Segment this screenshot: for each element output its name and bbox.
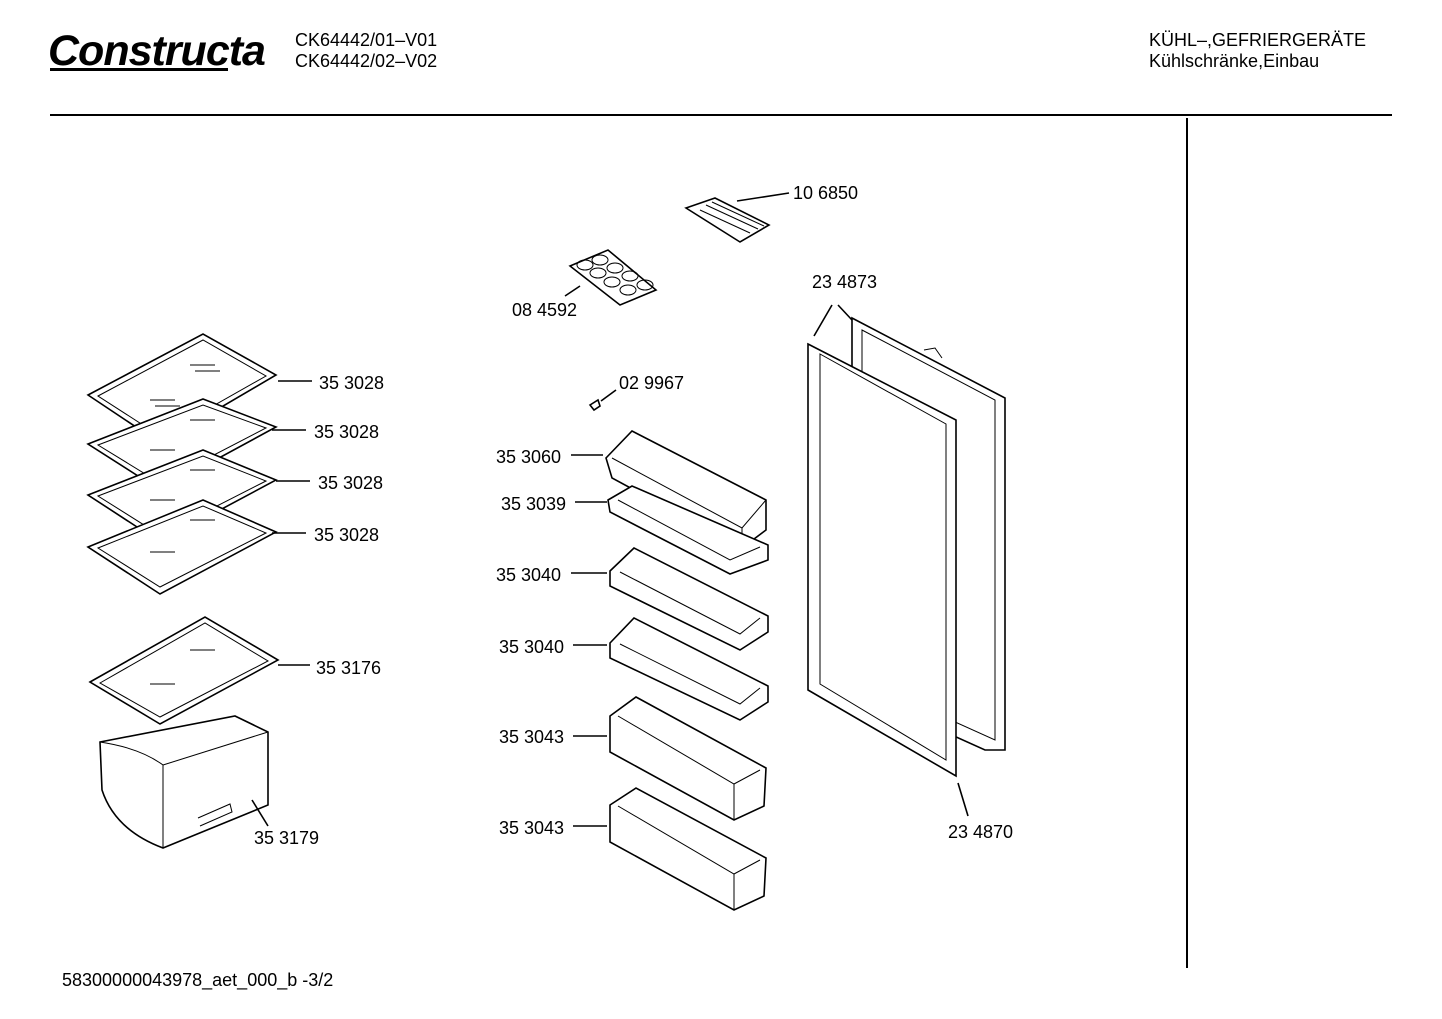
ice-tray [684, 197, 771, 243]
brand-logo: Constructa [48, 27, 266, 75]
part-label-bottle-shelf: 35 3043 [499, 727, 565, 747]
egg-tray [568, 249, 658, 306]
glass-shelf-4 [86, 499, 278, 595]
part-label-door-shelf-butter: 35 3039 [501, 494, 567, 514]
door-gasket [807, 342, 957, 778]
model-number: CK64442/02–V02 [295, 51, 438, 71]
model-list: CK64442/01–V01 CK64442/02–V02 [295, 30, 437, 72]
part-label-door-shelf: 35 3040 [496, 565, 562, 585]
header-divider [50, 114, 1392, 116]
part-label-egg-tray: 08 4592 [512, 300, 578, 320]
part-label-door-shelf-lid: 35 3060 [496, 447, 562, 467]
part-label-door-panel: 23 4873 [812, 272, 878, 292]
part-label-crisper-cover: 35 3176 [316, 658, 382, 678]
model-number: CK64442/01–V01 [295, 30, 438, 50]
glass-shelf-3 [86, 449, 278, 543]
brand-underline [50, 68, 228, 71]
category-title: KÜHL–,GEFRIERGERÄTE [1149, 30, 1367, 50]
part-label-shelf: 35 3028 [314, 422, 380, 442]
part-label-door-shelf: 35 3040 [499, 637, 565, 657]
glass-shelf-2 [86, 398, 278, 491]
door-shelf-butter [607, 485, 769, 575]
crisper-cover-shelf [88, 616, 280, 725]
crisper-drawer [99, 715, 269, 849]
door-shelf-2 [609, 617, 769, 721]
screw [588, 398, 601, 412]
category-subtitle: Kühlschränke,Einbau [1149, 51, 1320, 71]
part-label-shelf: 35 3028 [319, 373, 385, 393]
part-label-screw: 02 9967 [619, 373, 685, 393]
side-divider [1186, 118, 1188, 968]
category-block: KÜHL–,GEFRIERGERÄTE Kühlschränke,Einbau [1149, 30, 1366, 72]
part-label-crisper-drawer: 35 3179 [254, 828, 320, 848]
part-label-shelf: 35 3028 [314, 525, 380, 545]
part-label-bottle-shelf: 35 3043 [499, 818, 565, 838]
door-bottle-shelf-1 [609, 696, 767, 821]
door-bottle-shelf-2 [609, 787, 767, 911]
document-id: 58300000043978_aet_000_b -3/2 [62, 970, 334, 990]
door-shelf-1 [609, 547, 769, 651]
part-label-shelf: 35 3028 [318, 473, 384, 493]
part-label-door-gasket: 23 4870 [948, 822, 1014, 842]
part-label-ice-tray: 10 6850 [793, 183, 859, 203]
